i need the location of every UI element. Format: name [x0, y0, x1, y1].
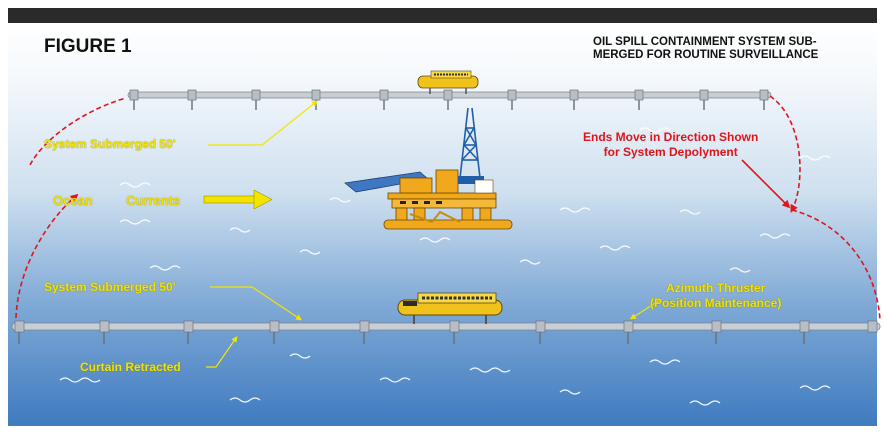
- figure-label: FIGURE 1: [44, 36, 132, 57]
- top-black-band: [8, 8, 877, 23]
- ends-line-2: for System Depolyment: [603, 145, 738, 159]
- callout-lines: [206, 100, 661, 368]
- lower-boom: [11, 320, 881, 344]
- label-ends-move: Ends Move in Direction Shown for System …: [583, 130, 758, 160]
- oil-platform: [344, 107, 513, 230]
- label-system-submerged-top: System Submerged 50': [44, 137, 176, 151]
- upper-boom: [127, 89, 772, 110]
- label-currents: Currents: [126, 193, 181, 208]
- thruster-line-2: (Position Maintenance): [650, 296, 782, 310]
- drilling-derrick: [459, 107, 481, 179]
- label-system-submerged-bottom: System Submerged 50': [44, 280, 176, 294]
- thruster-line-1: Azimuth Thruster: [666, 281, 766, 295]
- deployment-arrows: [15, 95, 881, 321]
- heading-line-2: MERGED FOR ROUTINE SURVEILLANCE: [593, 49, 819, 61]
- label-ocean: Ocean: [53, 193, 93, 208]
- current-arrow: [203, 189, 273, 210]
- heading-line-1: OIL SPILL CONTAINMENT SYSTEM SUB-: [593, 36, 817, 48]
- figure-heading: OIL SPILL CONTAINMENT SYSTEM SUB- MERGED…: [593, 36, 878, 62]
- wave-marks: [59, 127, 831, 406]
- ends-line-1: Ends Move in Direction Shown: [583, 130, 759, 144]
- upper-vessel: [417, 70, 479, 94]
- label-azimuth-thruster: Azimuth Thruster (Position Maintenance): [650, 281, 781, 311]
- label-curtain-retracted: Curtain Retracted: [80, 360, 181, 374]
- lower-vessel: [397, 292, 503, 324]
